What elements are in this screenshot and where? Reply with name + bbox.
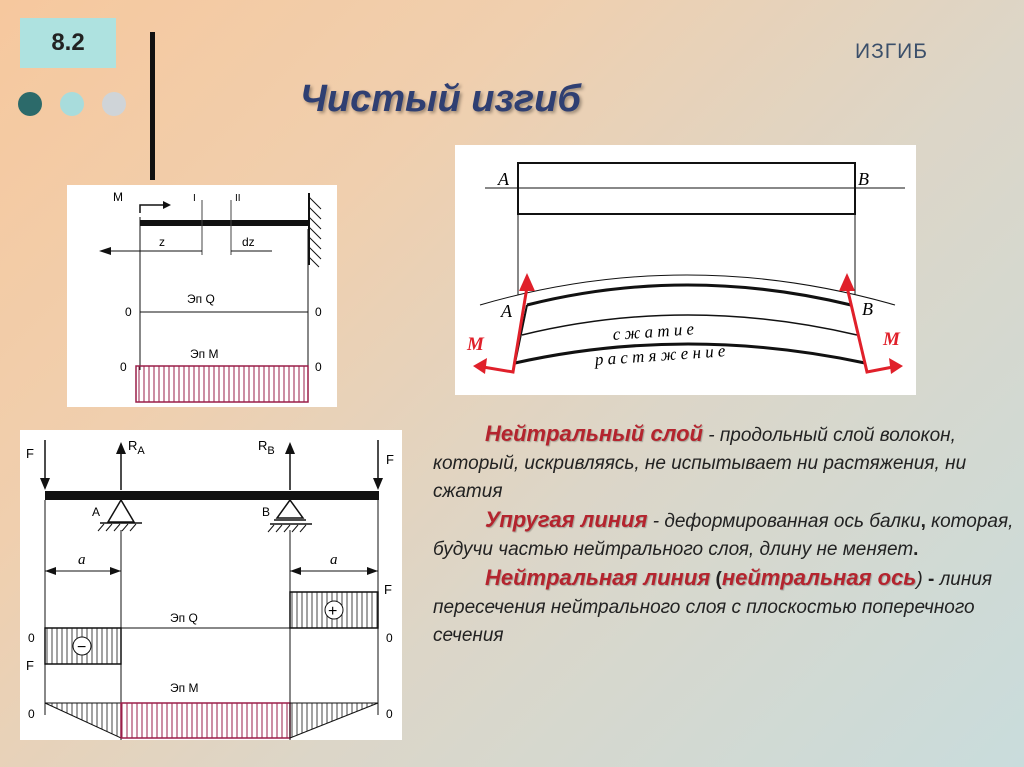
neutral-arc: [479, 274, 896, 306]
support-a: [106, 498, 136, 523]
m-right-triangle: [289, 702, 379, 739]
term-neutral-line: Нейтральная линия: [485, 565, 711, 590]
beam: [45, 491, 379, 500]
wall-hatch: [308, 196, 322, 268]
moment-arrow-right: [845, 286, 894, 374]
decor-dot-3: [102, 92, 126, 116]
point-b-top: B: [858, 169, 869, 189]
neutral-line-paren-close: ): [916, 569, 923, 590]
a-dimension-right-label: a: [330, 552, 338, 568]
support-b-label: B: [262, 505, 270, 519]
zero-m-left: 0: [120, 360, 127, 374]
undeformed-beam: [517, 162, 856, 215]
bending-diagram: A B A B с ж а т и е р а с т я ж е н и е …: [455, 145, 916, 395]
reaction-b-label: RB: [258, 438, 275, 457]
cantilever-diagram: M I II z dz Эп Q 0 0 Эп M 0 0: [67, 185, 337, 407]
middle-arc: [521, 314, 858, 336]
q-right-f-label: F: [384, 582, 392, 597]
force-left-label: F: [26, 446, 34, 461]
zero-m-right: 0: [315, 360, 322, 374]
slide-number-text: 8.2: [51, 29, 85, 56]
section-1-label: I: [193, 193, 196, 204]
zero-q-left: 0: [125, 305, 132, 319]
zero-q-right: 0: [315, 305, 322, 319]
definition-elastic-line-text-b: которая, будучи частью нейтрального слоя…: [433, 511, 1014, 560]
slide-title: Чистый изгиб: [300, 78, 581, 120]
reaction-a-label: RA: [128, 438, 145, 457]
elastic-line-period: .: [913, 539, 919, 560]
q-diagram-label: Эп Q: [170, 611, 198, 625]
beam-diagram: F F RA RB A B a a Эп Q: [20, 430, 402, 740]
point-b-bottom: B: [862, 299, 873, 319]
moment-left-label: M: [466, 334, 485, 355]
section-name: ИЗГИБ: [855, 40, 929, 63]
definitions-text: Нейтральный слой - продольный слой волок…: [433, 420, 1018, 650]
m-constant-area: [120, 702, 291, 739]
q-plus-sign: +: [328, 603, 337, 620]
term-neutral-layer: Нейтральный слой: [485, 421, 703, 446]
compression-label: с ж а т и е: [612, 319, 695, 344]
definition-neutral-line-text: линия пересечения нейтрального слоя с пл…: [433, 569, 993, 646]
slide-number: 8.2: [20, 18, 116, 68]
moment-right-label: M: [882, 329, 901, 350]
dz-label: dz: [242, 235, 255, 249]
term-elastic-line: Упругая линия: [485, 507, 648, 532]
moment-label: M: [113, 190, 123, 204]
decor-dot-2: [60, 92, 84, 116]
q-diagram-label: Эп Q: [187, 292, 215, 306]
section-2-label: II: [235, 193, 241, 204]
support-a-label: A: [92, 505, 100, 519]
elastic-line-comma: ,: [920, 511, 926, 532]
definition-neutral-layer: Нейтральный слой - продольный слой волок…: [433, 420, 1018, 506]
point-a-bottom: A: [500, 301, 513, 321]
definition-neutral-line: Нейтральная линия (нейтральная ось) - ли…: [433, 564, 1018, 650]
definition-elastic-line-text-a: - деформированная ось балки: [647, 511, 921, 532]
top-fiber-arc: [526, 283, 852, 307]
zero-m-left: 0: [28, 707, 35, 721]
m-diagram-label: Эп M: [190, 347, 218, 361]
neutral-line-dash: -: [922, 569, 940, 590]
support-b: [275, 498, 305, 519]
decor-dot-1: [18, 92, 42, 116]
zero-q-left: 0: [28, 631, 35, 645]
q-left-f-label: F: [26, 658, 34, 673]
zero-m-right: 0: [386, 707, 393, 721]
force-right-label: F: [386, 452, 394, 467]
term-neutral-axis: нейтральная ось: [721, 565, 917, 590]
m-left-triangle: [44, 702, 122, 739]
m-diagram-label: Эп M: [170, 681, 198, 695]
z-label: z: [159, 235, 165, 249]
bottom-fiber-arc: [514, 342, 866, 365]
cantilever-beam: [140, 220, 308, 226]
m-diagram-fill: [135, 365, 309, 403]
definition-elastic-line: Упругая линия - деформированная ось балк…: [433, 506, 1018, 564]
moment-arrow: [139, 204, 167, 213]
a-dimension-left-label: a: [78, 552, 86, 568]
vertical-divider: [150, 32, 155, 180]
moment-arrow-left: [482, 286, 529, 374]
tension-label: р а с т я ж е н и е: [593, 341, 726, 369]
point-a-top: A: [497, 169, 510, 189]
q-minus-sign: −: [77, 639, 86, 656]
neutral-line-paren-open: (: [710, 569, 722, 590]
definition-neutral-layer-text: - продольный слой волокон, который, искр…: [433, 425, 967, 502]
zero-q-right: 0: [386, 631, 393, 645]
